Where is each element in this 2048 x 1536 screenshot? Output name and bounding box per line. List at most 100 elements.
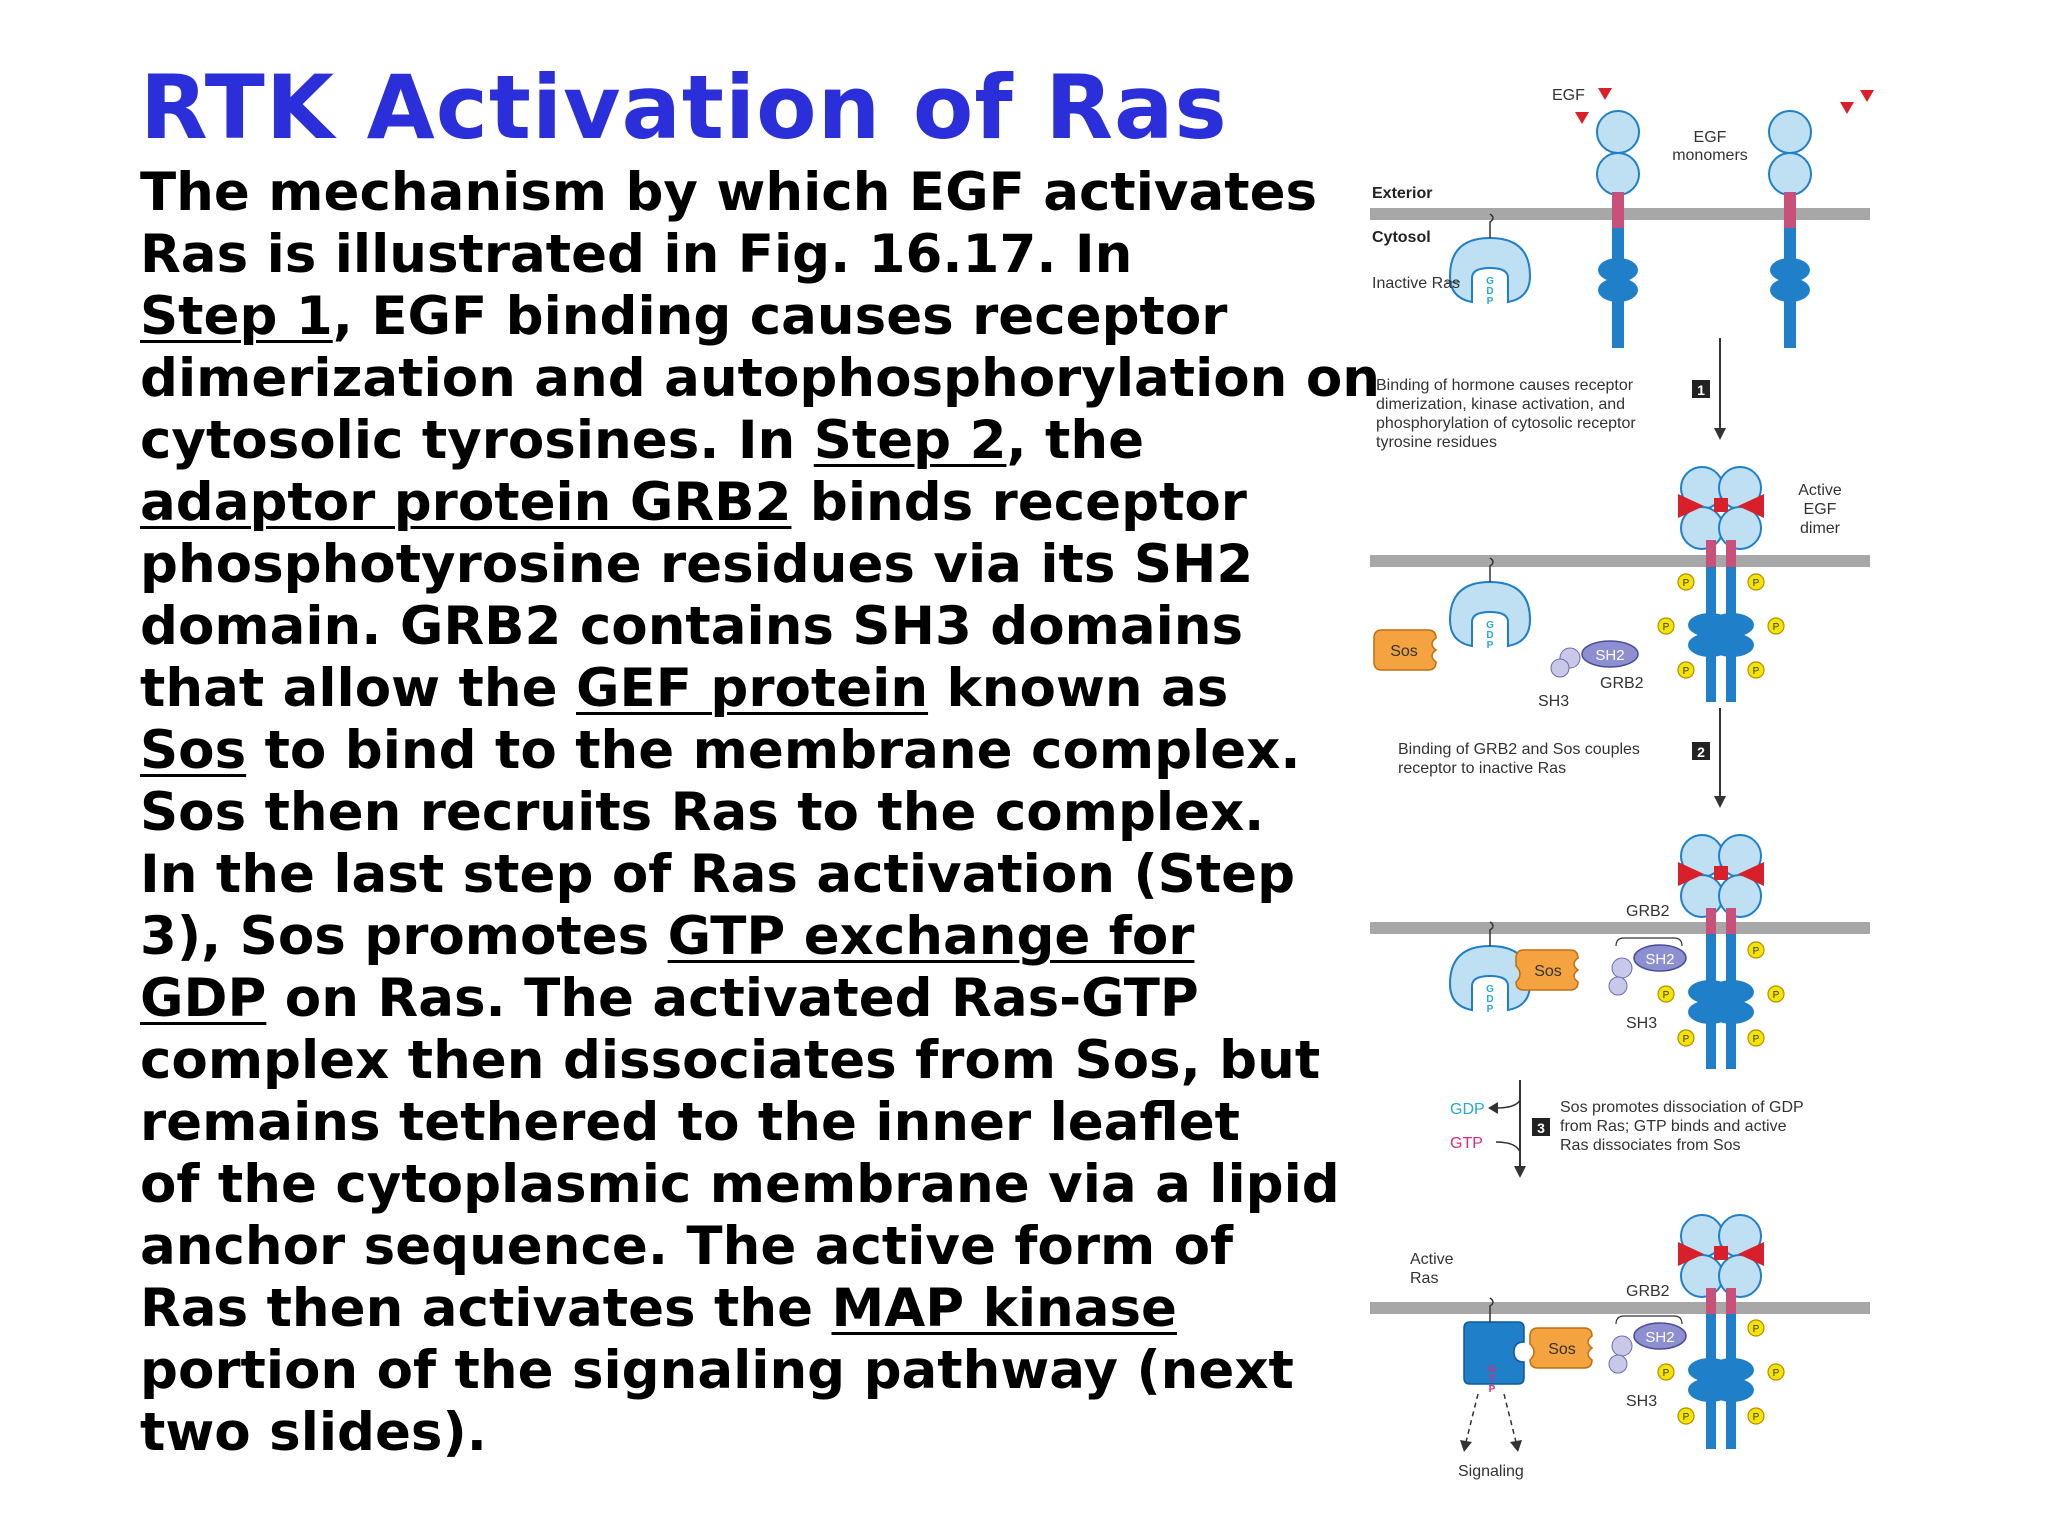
underlined-term-gef: GEF protein [576, 658, 929, 719]
sos-protein: Sos [1373, 629, 1438, 671]
gdp-letter: G [1486, 984, 1494, 995]
step3-badge [1532, 1118, 1550, 1136]
gtp-label: GTP [1450, 1135, 1483, 1152]
active-egf-dimer [1678, 834, 1764, 1069]
underlined-term-map-kinase: MAP kinase [831, 1278, 1177, 1339]
egf-triangle-icon [1860, 90, 1874, 102]
phosphate-icon: P [1747, 573, 1765, 591]
phosphate-icon: P [1677, 573, 1695, 591]
grb2-label: GRB2 [1626, 903, 1670, 920]
p-label: P [1773, 1368, 1780, 1379]
phosphate-icon: P [1747, 661, 1765, 679]
sh3-label: SH3 [1626, 1015, 1657, 1032]
grb2-protein: SH2 [1550, 640, 1639, 678]
phosphate-icon: P [1677, 1029, 1695, 1047]
caption-line: Sos promotes dissociation of GDP [1560, 1099, 1804, 1116]
phosphate-icon: P [1657, 617, 1675, 635]
text-line: Sos then recruits Ras to the complex. [140, 782, 1290, 844]
phosphate-icon: P [1747, 1407, 1765, 1425]
text-line: Sos to bind to the membrane complex. [140, 720, 1300, 782]
label-line: dimer [1800, 520, 1841, 537]
text-line: phosphotyrosine residues via its SH2 [140, 534, 1290, 596]
p-label: P [1773, 622, 1780, 633]
text-line: dimerization and autophosphorylation on [140, 348, 1380, 410]
p-label: P [1753, 578, 1760, 589]
p-label: P [1773, 990, 1780, 1001]
step3-number: 3 [1537, 1120, 1545, 1136]
text-run: two slides). [140, 1402, 487, 1463]
signaling-label: Signaling [1458, 1463, 1524, 1480]
text-run: of the cytoplasmic membrane via a lipid [140, 1154, 1340, 1215]
gdp-letter: D [1486, 994, 1493, 1005]
text-run: on Ras. The activated Ras-GTP [266, 968, 1199, 1029]
caption-line: tyrosine residues [1376, 434, 1497, 451]
text-run: cytosolic tyrosines. In [140, 410, 814, 471]
text-run: remains tethered to the inner leaflet [140, 1092, 1241, 1153]
sos-label: Sos [1548, 1341, 1576, 1358]
active-egf-dimer [1678, 1214, 1764, 1449]
gdp-letter: G [1486, 620, 1494, 631]
caption-line: Ras dissociates from Sos [1560, 1137, 1741, 1154]
underlined-term-step2: Step 2 [813, 410, 1007, 471]
text-line: Ras then activates the MAP kinase [140, 1278, 1290, 1340]
sos-label: Sos [1390, 643, 1418, 660]
phosphate-icon: P [1747, 1029, 1765, 1047]
underlined-term-gdp: GDP [140, 968, 267, 1029]
sh3-label: SH3 [1538, 693, 1569, 710]
text-run: dimerization and autophosphorylation on [140, 348, 1380, 409]
gdp-letter: P [1487, 1004, 1494, 1015]
text-run: to bind to the membrane complex. [246, 720, 1301, 781]
gdp-letter: D [1486, 630, 1493, 641]
text-line: 3), Sos promotes GTP exchange for [140, 906, 1290, 968]
caption-line: receptor to inactive Ras [1398, 760, 1566, 777]
body-paragraph: The mechanism by which EGF activates Ras… [140, 162, 1380, 1464]
arrow-head-icon [1488, 1102, 1498, 1114]
text-run: The mechanism by which EGF activates [140, 162, 1318, 223]
label-line: Active [1410, 1251, 1454, 1268]
p-label: P [1663, 622, 1670, 633]
label-line: Active [1798, 482, 1842, 499]
p-label: P [1753, 1324, 1760, 1335]
text-line: adaptor protein GRB2 binds receptor [140, 472, 1290, 534]
text-run: domain. GRB2 contains SH3 domains [140, 596, 1244, 657]
gtp-letter: G [1488, 1364, 1496, 1375]
text-run: , EGF binding causes receptor [332, 286, 1228, 347]
text-line: In the last step of Ras activation (Step [140, 844, 1295, 906]
gdp-letter: D [1486, 286, 1493, 297]
text-run: known as [928, 658, 1229, 719]
slide-title: RTK Activation of Ras [140, 56, 1228, 159]
text-run: Ras then activates the [140, 1278, 832, 1339]
signaling-arrow [1465, 1393, 1479, 1443]
gtp-letter: P [1489, 1384, 1496, 1395]
arrow-head-icon [1714, 796, 1726, 808]
text-line: The mechanism by which EGF activates [140, 162, 1317, 224]
text-line: portion of the signaling pathway (next [140, 1340, 1294, 1402]
p-label: P [1753, 1412, 1760, 1423]
signaling-arrow [1503, 1393, 1517, 1443]
p-label: P [1683, 1412, 1690, 1423]
grb2-protein: SH2 [1608, 944, 1687, 996]
inactive-ras-label: Inactive Ras [1372, 275, 1460, 292]
egf-receptor-monomer [1596, 110, 1640, 348]
gdp-letter: P [1487, 296, 1494, 307]
arrow-head-icon [1460, 1440, 1472, 1452]
underlined-term-step1: Step 1 [140, 286, 333, 347]
label-line: EGF [1694, 129, 1727, 146]
membrane-bar [1370, 555, 1870, 567]
label-line: Ras [1410, 1270, 1438, 1287]
sh2-label: SH2 [1645, 1329, 1674, 1346]
arrow-head-icon [1714, 428, 1726, 440]
gtp-letter: T [1489, 1374, 1495, 1385]
p-label: P [1753, 946, 1760, 957]
text-run: that allow the [140, 658, 577, 719]
caption-line: Binding of hormone causes receptor [1376, 377, 1634, 394]
gtp-bind-arrow [1495, 1141, 1521, 1153]
panel-ras-complex: P P P P P G D P Sos SH2 GRB2 SH3 [1370, 834, 1870, 1069]
